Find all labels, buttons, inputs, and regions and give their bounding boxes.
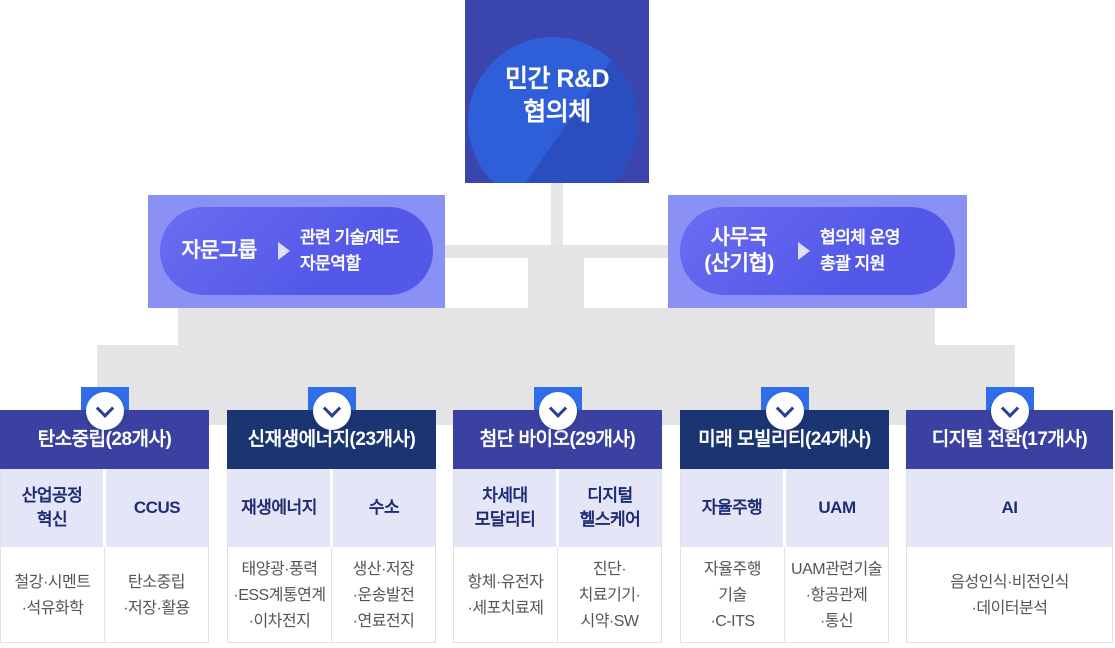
sector-body: 차세대 모달리티 디지털 헬스케어 항체·유전자 ·세포치료제 진단· 치료기기… <box>453 469 662 643</box>
subgroup-title: AI <box>907 469 1112 547</box>
subgroup-detail: 철강·시멘트 ·석유화학 <box>14 573 91 617</box>
subgroup-detail: 항체·유전자 ·세포치료제 <box>467 573 544 617</box>
chevron-down-icon <box>95 399 114 418</box>
subgroup-detail: 자율주행 기술 ·C-ITS <box>704 560 761 630</box>
connector-root-stem <box>551 174 563 252</box>
subgroup-detail: 태양광·풍력 ·ESS계통연계 ·이차전지 <box>233 560 326 630</box>
subgroup-title: 수소 <box>333 469 435 547</box>
advisory-group-label: 자문그룹 <box>181 239 257 262</box>
subgroup-title: 자율주행 <box>681 469 783 547</box>
expand-button[interactable] <box>538 392 577 430</box>
subgroup-title: UAM <box>786 469 888 547</box>
subgroup-detail: 탄소중립 ·저장·활용 <box>104 547 208 642</box>
subgroup-title: 차세대 모달리티 <box>454 469 556 547</box>
subgroup-detail: UAM관련기술 ·항공관제 ·통신 <box>784 547 888 642</box>
subgroup-title: 산업공정 혁신 <box>1 469 103 547</box>
sector-column-future-mobility: 미래 모빌리티(24개사) 자율주행 UAM 자율주행 기술 ·C-ITS UA… <box>680 387 889 648</box>
connector-band-upper <box>178 308 935 346</box>
secretariat-label: 사무국 (산기협) <box>704 226 774 275</box>
chevron-down-icon <box>775 399 794 418</box>
root-org-box: 민간 R&D 협의체 <box>465 0 649 183</box>
sector-header[interactable]: 신재생에너지(23개사) <box>227 410 436 469</box>
sector-body: AI 음성인식·비전인식 ·데이터분석 <box>906 469 1113 643</box>
arrow-right-icon <box>798 242 810 260</box>
sector-column-carbon-neutral: 탄소중립(28개사) 산업공정 혁신 CCUS 철강·시멘트 ·석유화학 탄소중… <box>0 387 209 648</box>
sector-column-renewable-energy: 신재생에너지(23개사) 재생에너지 수소 태양광·풍력 ·ESS계통연계 ·이… <box>227 387 436 648</box>
chevron-down-icon <box>548 399 567 418</box>
sector-body: 자율주행 UAM 자율주행 기술 ·C-ITS UAM관련기술 ·항공관제 ·통… <box>680 469 889 643</box>
subgroup-title: 재생에너지 <box>228 469 330 547</box>
chevron-down-icon <box>322 399 341 418</box>
advisory-group-panel: 자문그룹 관련 기술/제도 자문역할 <box>148 195 445 308</box>
advisory-group-role: 관련 기술/제도 자문역할 <box>300 228 400 273</box>
sector-body: 재생에너지 수소 태양광·풍력 ·ESS계통연계 ·이차전지 생산·저장 ·운송… <box>227 469 436 643</box>
chevron-down-icon <box>1000 399 1019 418</box>
secretariat-role: 협의체 운영 총괄 지원 <box>820 228 900 273</box>
secretariat-pill: 사무국 (산기협) 협의체 운영 총괄 지원 <box>680 207 955 295</box>
arrow-right-icon <box>278 242 290 260</box>
subgroup-title: CCUS <box>106 469 208 547</box>
expand-button[interactable] <box>312 392 351 430</box>
connector-center-stem <box>528 245 584 311</box>
root-org-circle <box>468 37 638 183</box>
expand-button[interactable] <box>85 392 124 430</box>
subgroup-detail: 음성인식·비전인식 ·데이터분석 <box>950 573 1069 617</box>
advisory-group-pill: 자문그룹 관련 기술/제도 자문역할 <box>160 207 433 295</box>
root-org-title: 민간 R&D 협의체 <box>504 65 610 126</box>
expand-button[interactable] <box>765 392 804 430</box>
sector-body: 산업공정 혁신 CCUS 철강·시멘트 ·석유화학 탄소중립 ·저장·활용 <box>0 469 209 643</box>
subgroup-detail: 진단· 치료기기· 시약·SW <box>557 547 661 642</box>
sector-column-digital-transformation: 디지털 전환(17개사) AI 음성인식·비전인식 ·데이터분석 <box>906 387 1113 648</box>
expand-button[interactable] <box>990 392 1029 430</box>
subgroup-title: 디지털 헬스케어 <box>559 469 661 547</box>
subgroup-detail: 생산·저장 ·운송발전 ·연료전지 <box>331 547 435 642</box>
secretariat-panel: 사무국 (산기협) 협의체 운영 총괄 지원 <box>668 195 967 308</box>
sector-column-advanced-bio: 첨단 바이오(29개사) 차세대 모달리티 디지털 헬스케어 항체·유전자 ·세… <box>453 387 662 648</box>
